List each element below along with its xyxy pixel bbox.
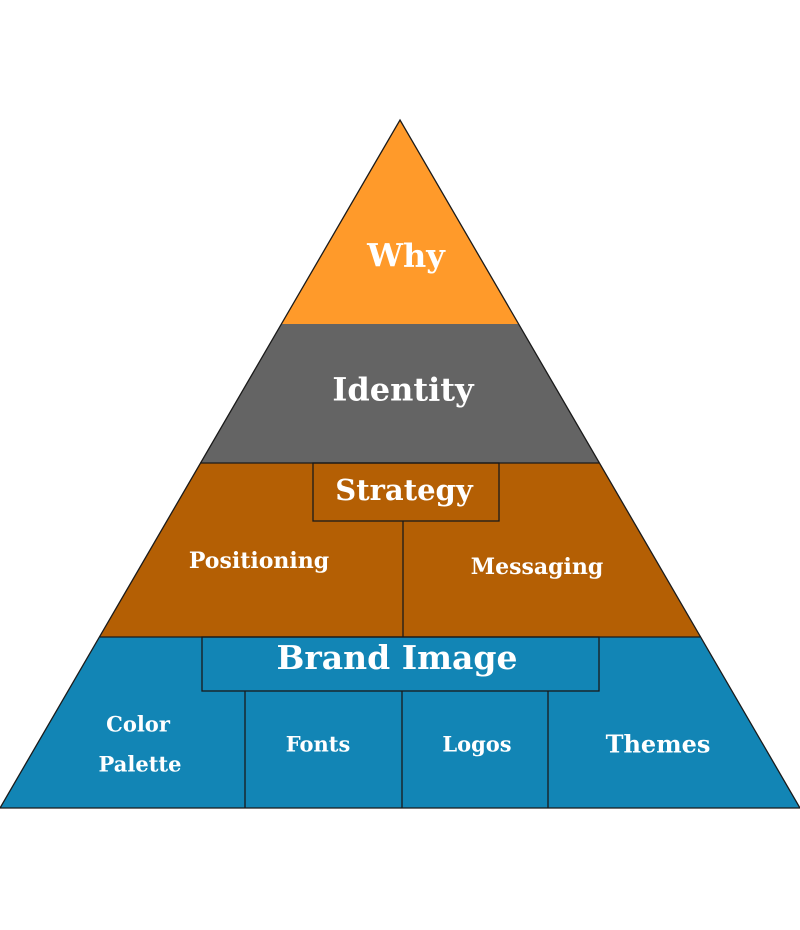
tier-identity — [200, 324, 599, 463]
themes-label: Themes — [606, 730, 711, 759]
color-label: Color — [106, 712, 171, 737]
tier-strategy — [100, 463, 700, 637]
messaging-label: Messaging — [471, 554, 604, 580]
tier-why — [281, 120, 519, 324]
strategy-label: Strategy — [335, 473, 474, 507]
why-label: Why — [366, 237, 446, 275]
tier-brand-image — [0, 637, 800, 808]
positioning-label: Positioning — [189, 548, 329, 574]
identity-label: Identity — [332, 371, 475, 409]
pyramid-outline — [0, 118, 800, 809]
logos-label: Logos — [442, 732, 511, 757]
fonts-label: Fonts — [286, 732, 351, 757]
palette-label: Palette — [99, 752, 182, 777]
brand-image-label: Brand Image — [276, 638, 517, 677]
